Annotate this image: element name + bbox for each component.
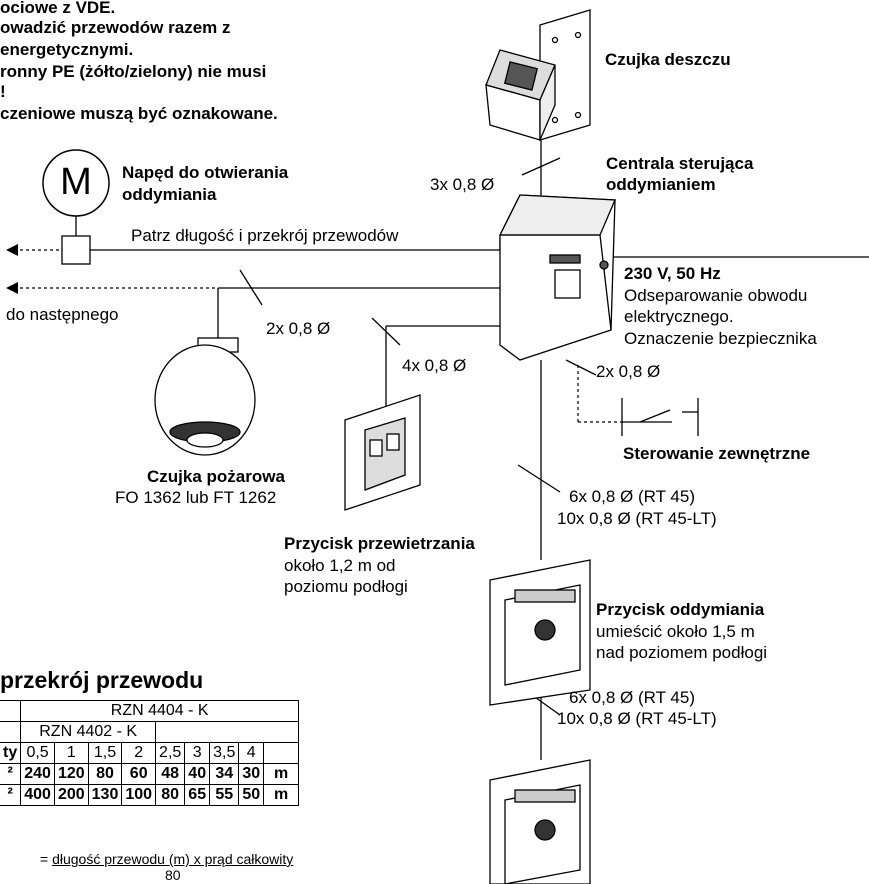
smoke-detector-icon	[154, 337, 256, 456]
bus-wire-label: 6x 0,8 Ø (RT 45)	[569, 487, 695, 506]
table-cell: m	[263, 763, 300, 785]
formula-denominator: 80	[165, 867, 181, 883]
bus-wire-label: 10x 0,8 Ø (RT 45-LT)	[557, 509, 717, 528]
table-cell: 3	[184, 742, 211, 764]
next-label: do następnego	[6, 305, 119, 324]
note-line: owadzić przewodów razem z	[0, 18, 231, 37]
cable-note: Patrz długość i przekrój przewodów	[131, 226, 399, 245]
rain-sensor-label: Czujka deszczu	[605, 50, 731, 69]
table-cell: 4	[238, 742, 265, 764]
external-control-label: Sterowanie zewnętrzne	[623, 444, 811, 463]
bus-wire-label: 6x 0,8 Ø (RT 45)	[569, 688, 695, 707]
smoke-button-title: Przycisk oddymiania	[596, 600, 765, 619]
motor-label: Napęd do otwierania	[122, 163, 289, 182]
formula: = długość przewodu (m) x prąd całkowity …	[40, 851, 294, 883]
table-cell: 30	[238, 763, 265, 785]
table-row-label: ²	[0, 763, 22, 785]
motor-junction-box	[61, 235, 91, 265]
table-cell: 400	[20, 784, 55, 806]
smoke-button-note: umieścić około 1,5 m	[596, 622, 755, 641]
note-line: czeniowe muszą być oznakowane.	[0, 104, 278, 123]
power-title: 230 V, 50 Hz	[624, 264, 721, 283]
note-line: ronny PE (żółto/zielony) nie musi	[0, 62, 267, 81]
table-cell: 1,5	[87, 742, 123, 764]
table-cell: 40	[184, 763, 211, 785]
control-unit-icon	[498, 194, 616, 361]
table-cell: m	[263, 784, 300, 806]
motor-symbol: M	[60, 161, 92, 203]
table-cell: 1	[53, 742, 89, 764]
vent-button-title: Przycisk przewietrzania	[284, 534, 475, 553]
arrow-left-icon	[6, 244, 18, 256]
table-cell: 100	[121, 784, 157, 806]
power-note: Odseparowanie obwodu	[624, 286, 808, 305]
ext-wire-label: 2x 0,8 Ø	[596, 362, 661, 381]
control-unit-label: Centrala sterująca	[606, 154, 754, 173]
formula-numerator: długość przewodu (m) x prąd całkowity	[52, 851, 294, 867]
arrow-left-icon	[6, 282, 18, 294]
table-header-top: RZN 4404 - K	[20, 700, 300, 722]
table-header-sub: RZN 4402 - K	[20, 721, 157, 743]
table-cell: 130	[87, 784, 123, 806]
vent-button-icon	[344, 394, 421, 511]
formula-prefix: =	[40, 851, 49, 867]
table-row-label: ty	[0, 742, 22, 764]
cable-table: RZN 4404 - K RZN 4402 - K ty 0,5 1 1,5 2…	[0, 700, 300, 806]
table-cell: 48	[155, 763, 186, 785]
motor-label: oddymiania	[122, 185, 217, 204]
smoke-detector-model: FO 1362 lub FT 1262	[115, 488, 277, 507]
power-note: elektrycznego.	[624, 307, 734, 326]
smoke-button-note: nad poziomem podłogi	[596, 643, 768, 662]
rain-sensor-icon	[485, 9, 591, 141]
note-line: ociowe z VDE.	[0, 0, 116, 17]
smoke-button-icon	[489, 559, 591, 706]
table-cell: 2	[121, 742, 157, 764]
table-cell: 3,5	[209, 742, 240, 764]
vent-button-note: około 1,2 m od	[284, 556, 396, 575]
note-line: energetycznymi.	[0, 40, 134, 59]
table-cell: 60	[121, 763, 157, 785]
table-cell: 120	[53, 763, 89, 785]
section-title: przekrój przewodu	[0, 667, 204, 693]
note-line: !	[0, 82, 6, 101]
vent-button-note: poziomu podłogi	[284, 577, 408, 596]
vent-wire-label: 4x 0,8 Ø	[402, 356, 467, 375]
table-cell: 50	[238, 784, 265, 806]
table-cell: 2,5	[155, 742, 186, 764]
power-note: Oznaczenie bezpiecznika	[624, 329, 817, 348]
external-switch-icon	[621, 398, 699, 436]
smoke-button-icon	[489, 759, 591, 884]
smoke-detector-title: Czujka pożarowa	[147, 467, 285, 486]
table-cell: 34	[209, 763, 240, 785]
bus-wire-label: 10x 0,8 Ø (RT 45-LT)	[557, 709, 717, 728]
table-cell: 240	[20, 763, 55, 785]
table-cell: 80	[155, 784, 186, 806]
table-cell: 80	[87, 763, 123, 785]
table-cell: 0,5	[20, 742, 55, 764]
rain-wire-label: 3x 0,8 Ø	[430, 175, 495, 194]
table-cell: 200	[53, 784, 89, 806]
control-unit-label: oddymianiem	[606, 175, 716, 194]
table-cell: 55	[209, 784, 240, 806]
table-row-label: ²	[0, 784, 22, 806]
table-cell: 65	[184, 784, 211, 806]
smoke-wire-label: 2x 0,8 Ø	[266, 319, 331, 338]
